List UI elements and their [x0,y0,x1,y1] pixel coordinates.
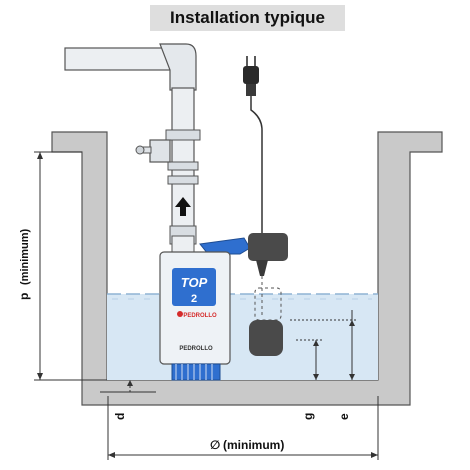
float-switch [248,233,288,356]
dimension-arrowheads [37,152,378,458]
label-p-note: (minimum) [19,228,31,285]
diagram-title: Installation typique [170,8,325,27]
pump-label-panel [172,268,216,306]
dimension-lines [34,151,379,460]
label-g: g [301,413,315,420]
valve-body [149,139,171,163]
label-d: d [113,413,127,420]
cable-line [250,96,263,242]
arrow-up-icon [175,197,191,216]
plug-icon [243,56,259,96]
pump-outlet [171,235,195,255]
pipe-coupling-top [165,129,201,141]
water [107,293,378,380]
pipe-coupling-mid [167,161,199,171]
pump-brand-lower: PEDROLLO [179,346,213,352]
label-p: p [17,293,31,300]
float-upper-clip [256,260,268,276]
label-width-note: (minimum) [223,438,284,452]
label-width-symbol: ∅ [210,438,220,452]
float-lower [249,320,283,356]
pipe-coupling-low [167,175,199,185]
pump-model-size: 2 [191,293,197,305]
valve-icon [135,139,171,163]
pump: TOP 2 PEDROLLO PEDROLLO [159,235,251,381]
pump-brand: PEDROLLO [183,313,217,319]
dimension-labels: p (minimum) d g e ∅ (minimum) [17,228,351,452]
title-background [150,5,345,31]
pump-model: TOP [181,275,208,290]
pump-base [171,363,221,381]
brand-logo-dot [177,311,183,317]
water-body [107,294,378,380]
power-cable [243,56,263,242]
float-ghost-position [254,287,282,321]
label-e: e [337,413,351,420]
float-upper [248,233,288,261]
valve-handle [135,145,145,155]
